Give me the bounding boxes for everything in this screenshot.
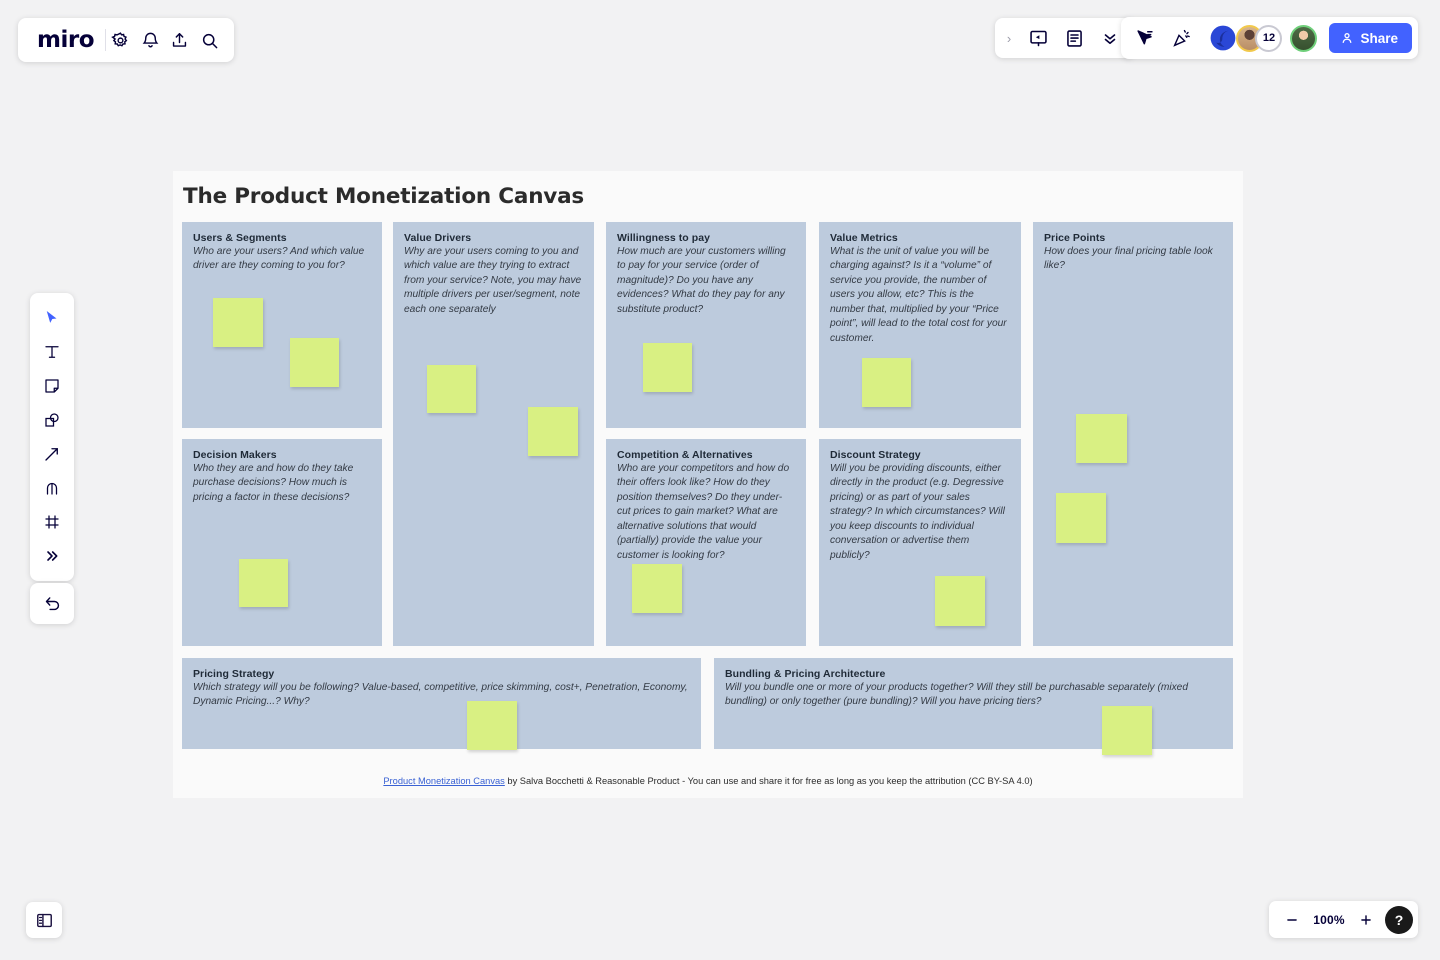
zoom-out-button[interactable]	[1279, 907, 1305, 933]
card-body: Will you be providing discounts, either …	[830, 463, 1005, 561]
help-button[interactable]: ?	[1385, 905, 1413, 934]
card-heading: Bundling & Pricing Architecture	[725, 668, 886, 680]
connector-tool[interactable]	[34, 437, 70, 471]
zoom-in-button[interactable]	[1353, 907, 1379, 933]
card-body: How much are your customers willing to p…	[617, 246, 786, 315]
sticky-note[interactable]	[427, 365, 476, 413]
sticky-note-tool[interactable]	[34, 369, 70, 403]
card-users-segments[interactable]: Users & Segments Who are your users? And…	[182, 222, 382, 428]
sticky-note[interactable]	[1076, 414, 1127, 463]
card-heading: Value Drivers	[404, 232, 472, 244]
board-frame: The Product Monetization Canvas Users & …	[173, 171, 1243, 798]
undo-tool[interactable]	[30, 583, 74, 624]
card-discount-strategy[interactable]: Discount Strategy Will you be providing …	[819, 439, 1021, 646]
sticky-note[interactable]	[290, 338, 339, 387]
card-heading: Competition & Alternatives	[617, 449, 753, 461]
card-bundling-pricing-architecture[interactable]: Bundling & Pricing Architecture Will you…	[714, 658, 1233, 749]
sticky-note[interactable]	[643, 343, 692, 392]
card-heading: Pricing Strategy	[193, 668, 275, 680]
card-willingness-to-pay[interactable]: Willingness to pay How much are your cus…	[606, 222, 806, 428]
sticky-note[interactable]	[213, 298, 263, 347]
gear-icon[interactable]	[106, 23, 136, 57]
page-title: The Product Monetization Canvas	[183, 184, 585, 209]
share-button[interactable]: Share	[1329, 23, 1412, 53]
card-heading: Discount Strategy	[830, 449, 921, 461]
pen-tool[interactable]	[34, 471, 70, 505]
card-body: Will you bundle one or more of your prod…	[725, 682, 1189, 708]
sticky-note[interactable]	[935, 576, 985, 626]
collaborator-avatars[interactable]: 12	[1209, 24, 1318, 52]
card-heading: Decision Makers	[193, 449, 277, 461]
avatar-shape[interactable]	[1209, 25, 1236, 52]
upload-icon[interactable]	[165, 23, 195, 57]
frame-tool[interactable]	[34, 505, 70, 539]
party-popper-icon[interactable]	[1165, 21, 1199, 55]
brand-toolbar: miro	[18, 18, 234, 62]
more-tools[interactable]	[34, 539, 70, 573]
attribution-text: by Salva Bocchetti & Reasonable Product …	[504, 776, 1033, 786]
card-body: How does your final pricing table look l…	[1044, 246, 1213, 272]
bell-icon[interactable]	[135, 23, 165, 57]
zoom-toolbar: 100% ?	[1269, 901, 1418, 938]
text-tool[interactable]	[34, 335, 70, 369]
card-body: Who are your users? And which value driv…	[193, 246, 365, 272]
panel-toggle[interactable]	[26, 902, 62, 938]
sticky-note[interactable]	[862, 358, 911, 407]
card-body: Which strategy will you be following? Va…	[193, 682, 688, 708]
person-icon	[1343, 33, 1352, 44]
collaborator-count-badge[interactable]: 12	[1255, 24, 1283, 52]
share-button-label: Share	[1360, 30, 1398, 46]
card-body: Who they are and how do they take purcha…	[193, 463, 354, 503]
sticky-note[interactable]	[1056, 493, 1106, 543]
creation-toolbar	[30, 293, 74, 581]
sticky-note[interactable]	[239, 559, 288, 607]
attribution-credit: Product Monetization Canvas by Salva Boc…	[173, 776, 1243, 786]
search-icon[interactable]	[194, 23, 224, 57]
card-heading: Users & Segments	[193, 232, 287, 244]
select-tool[interactable]	[34, 301, 70, 335]
card-body: Why are your users coming to you and whi…	[404, 246, 582, 315]
sticky-note[interactable]	[1102, 706, 1152, 755]
sticky-note[interactable]	[632, 564, 682, 613]
card-competition-alternatives[interactable]: Competition & Alternatives Who are your …	[606, 439, 806, 646]
sticky-note[interactable]	[528, 407, 578, 456]
card-value-metrics[interactable]: Value Metrics What is the unit of value …	[819, 222, 1021, 428]
zoom-level[interactable]: 100%	[1313, 912, 1345, 927]
shapes-tool[interactable]	[34, 403, 70, 437]
presentation-icon[interactable]	[1021, 21, 1055, 55]
avatar[interactable]	[1290, 24, 1318, 52]
card-heading: Price Points	[1044, 232, 1106, 244]
card-heading: Value Metrics	[830, 232, 898, 244]
cursor-share-icon[interactable]	[1127, 21, 1161, 55]
card-heading: Willingness to pay	[617, 232, 710, 244]
card-price-points[interactable]: Price Points How does your final pricing…	[1033, 222, 1233, 646]
card-body: What is the unit of value you will be ch…	[830, 246, 1007, 344]
expand-chevron-icon[interactable]: ›	[1006, 30, 1012, 46]
chevrons-down-icon[interactable]	[1093, 21, 1127, 55]
divider	[105, 29, 106, 51]
canvas-content: Users & Segments Who are your users? And…	[173, 171, 1243, 798]
card-body: Who are your competitors and how do thei…	[617, 463, 790, 561]
card-decision-makers[interactable]: Decision Makers Who they are and how do …	[182, 439, 382, 646]
sticky-note[interactable]	[467, 701, 517, 750]
collaboration-toolbar: 12 Share	[1121, 17, 1418, 59]
miro-logo[interactable]: miro	[37, 27, 95, 53]
card-pricing-strategy[interactable]: Pricing Strategy Which strategy will you…	[182, 658, 701, 749]
attribution-link[interactable]: Product Monetization Canvas	[383, 776, 505, 786]
presentation-toolbar: ›	[995, 18, 1135, 58]
notes-icon[interactable]	[1057, 21, 1091, 55]
